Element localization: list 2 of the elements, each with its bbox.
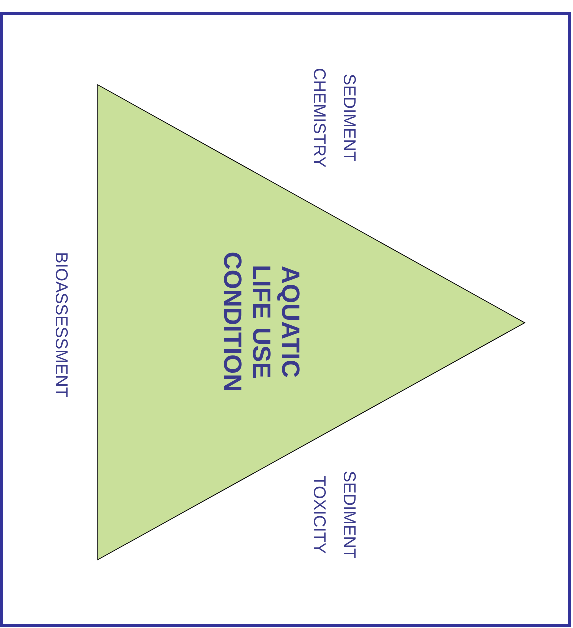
- side-label: BIOASSESSMENT: [56, 254, 68, 398]
- side-label: SEDIMENT TOXICITY: [314, 472, 356, 559]
